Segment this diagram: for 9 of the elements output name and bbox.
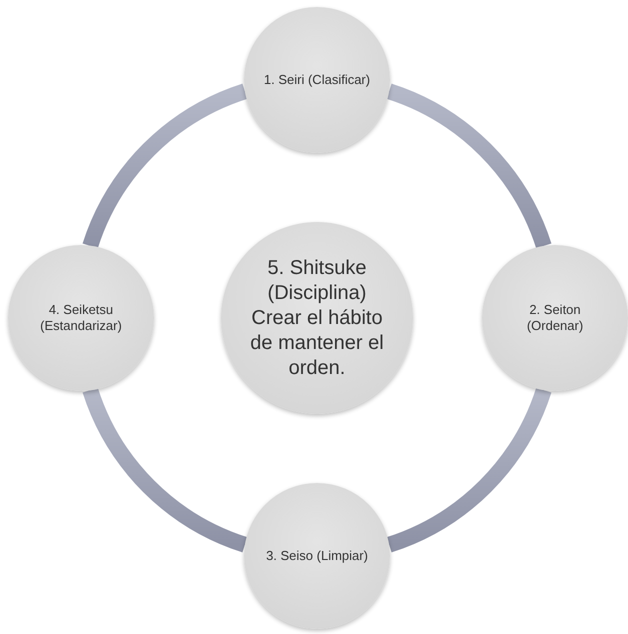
node-label: 1. Seiri (Clasificar) [262,72,372,88]
node-label: 3. Seiso (Limpiar) [265,548,369,564]
node-label: 2. Seiton (Ordenar) [526,302,584,334]
node-label: 4. Seiketsu (Estandarizar) [39,302,123,334]
ring-segment [386,84,552,249]
ring-segment [386,387,552,552]
node-label: 5. Shitsuke (Disciplina) Crear el hábito de mantener el orden. [249,256,385,380]
ring-segment [82,84,248,249]
ring-segment [82,387,248,552]
